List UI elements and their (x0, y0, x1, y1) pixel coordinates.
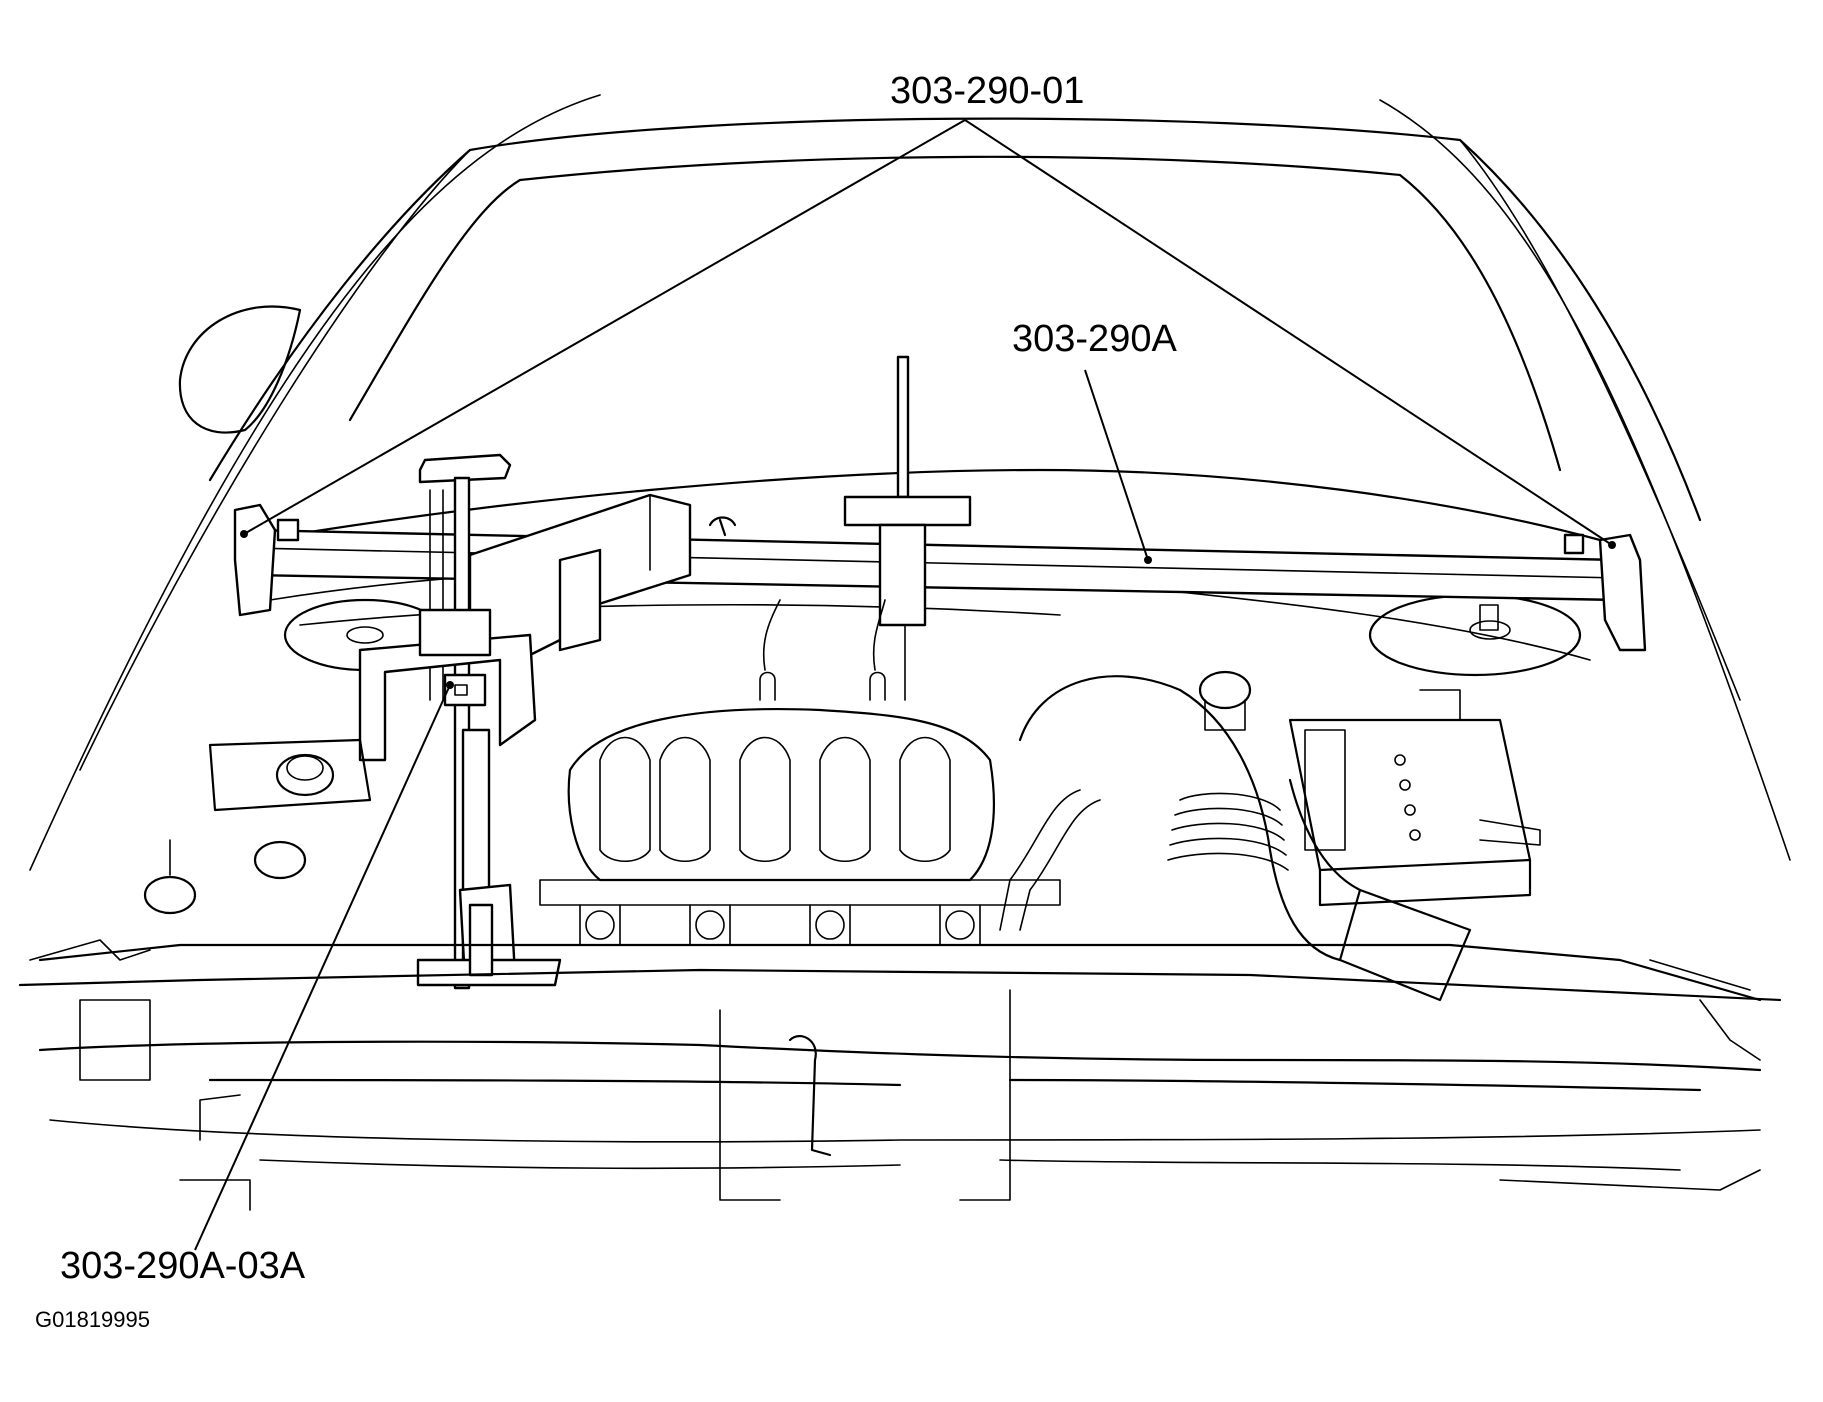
side-mirror (178, 305, 302, 434)
center-hanger (843, 355, 972, 701)
engine-block (539, 879, 1061, 946)
battery (1288, 689, 1541, 907)
figure-id: G01819995 (35, 1307, 150, 1332)
radiator-support (18, 943, 1782, 1211)
callout-303-290A: 303-290A (1012, 318, 1177, 360)
intake-manifold (567, 599, 996, 882)
callout-303-290-01: 303-290-01 (890, 70, 1085, 112)
support-leg-303-290A-03A (358, 453, 562, 990)
callout-303-290A-03A: 303-290A-03A (60, 1245, 306, 1287)
cross-arm (468, 493, 692, 662)
windshield (29, 94, 1791, 871)
fender-edge (29, 939, 1751, 991)
leader-lines (194, 119, 1613, 1251)
air-intake-tube (999, 675, 1472, 1002)
reservoirs (143, 670, 1252, 915)
